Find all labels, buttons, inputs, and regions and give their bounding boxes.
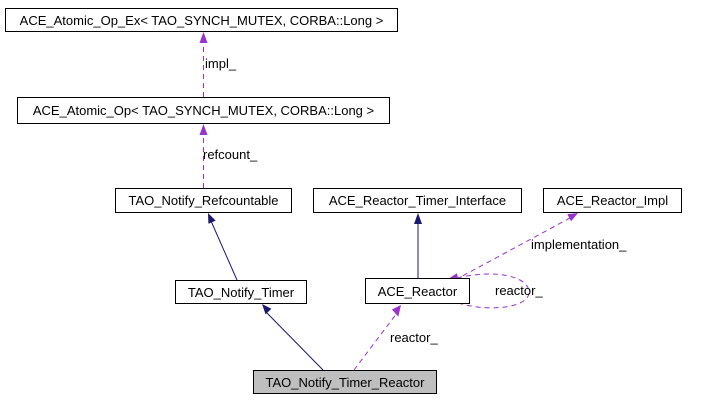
node-ace-reactor[interactable]: ACE_Reactor [365,278,470,304]
edge-reactor-member-arrowhead [391,305,401,317]
edge-reactor-member [353,305,401,371]
edge-label-reactor-member: reactor_ [390,330,438,345]
node-ace-atomic-op[interactable]: ACE_Atomic_Op< TAO_SYNCH_MUTEX, CORBA::L… [17,97,390,124]
node-tao-notify-timer[interactable]: TAO_Notify_Timer [175,280,307,304]
edge-label-impl: impl_ [205,56,237,71]
edge-label-reactor-self: reactor_ [495,283,543,298]
edge-impl-arrowhead [199,32,208,43]
node-ace-reactor-timer-interface[interactable]: ACE_Reactor_Timer_Interface [313,188,522,213]
edge-label-refcount: refcount_ [203,147,258,162]
edge-inherit-ace-reactor-arrowhead [414,213,422,224]
edge-implementation [454,213,578,281]
edge-inherit-timer-reactor-arrowhead [262,304,272,315]
edge-label-implementation: implementation_ [531,237,627,252]
node-ace-reactor-impl[interactable]: ACE_Reactor_Impl [543,188,682,213]
edge-refcount [199,124,208,188]
edge-inherit-timer-reactor [262,304,324,371]
node-tao-notify-refcountable[interactable]: TAO_Notify_Refcountable [115,188,292,213]
edge-inherit-notify-timer [208,213,238,281]
edge-impl [199,32,208,97]
edge-inherit-notify-timer-arrowhead [208,213,216,224]
edge-inherit-ace-reactor [414,213,422,278]
edge-implementation-arrowhead [567,213,578,222]
node-ace-atomic-op-ex[interactable]: ACE_Atomic_Op_Ex< TAO_SYNCH_MUTEX, CORBA… [5,8,398,32]
node-tao-notify-timer-reactor: TAO_Notify_Timer_Reactor [253,370,437,394]
edge-refcount-arrowhead [199,124,208,135]
